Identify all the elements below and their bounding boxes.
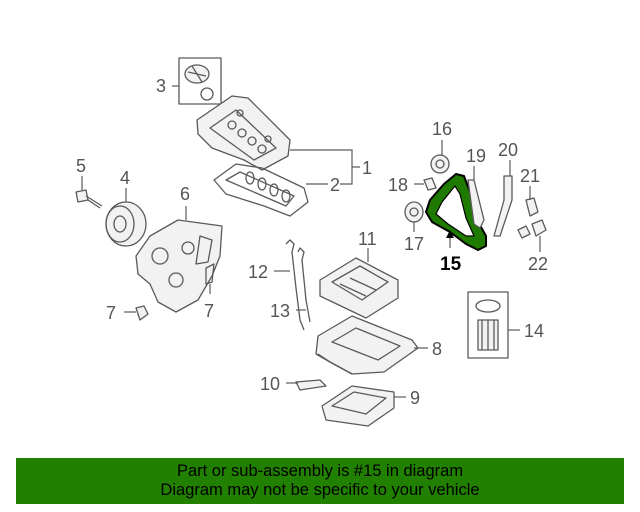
part-13-dipstick [296, 247, 311, 323]
callout-13: 13 [270, 301, 290, 321]
part-15-timing-chain [425, 173, 487, 251]
callout-15: 15 [440, 254, 462, 275]
callout-6: 6 [180, 184, 190, 204]
info-banner: Part or sub-assembly is #15 in diagram D… [16, 458, 624, 504]
part-20-tensioner-arm [493, 160, 513, 237]
part-6-timing-cover [135, 206, 223, 313]
callout-7-right: 7 [204, 301, 214, 321]
part-21-tensioner [525, 186, 539, 217]
callout-20: 20 [498, 140, 518, 160]
part-9-lower-pan [321, 385, 406, 427]
callout-4: 4 [120, 168, 130, 188]
callout-22: 22 [528, 254, 548, 274]
part-4-pulley [105, 188, 147, 247]
part-11-baffle [319, 248, 399, 319]
callout-2: 2 [330, 175, 340, 195]
callout-3: 3 [156, 76, 166, 96]
callout-21: 21 [520, 166, 540, 186]
part-7-seals [124, 263, 215, 321]
callout-7-left: 7 [106, 303, 116, 323]
banner-line-1: Part or sub-assembly is #15 in diagram [176, 462, 464, 480]
part-17-sprocket [404, 201, 424, 232]
part-12-dipstick-tube [274, 239, 305, 331]
callout-5: 5 [76, 156, 86, 176]
callout-11: 11 [358, 229, 377, 249]
callout-14: 14 [524, 321, 544, 341]
part-19-chain-guide [467, 166, 485, 229]
part-2-gasket [213, 163, 328, 217]
callout-10: 10 [260, 374, 280, 394]
part-18-sensor [414, 177, 437, 191]
callout-18: 18 [388, 175, 408, 195]
callout-16: 16 [432, 119, 452, 139]
callout-8: 8 [432, 339, 442, 359]
callout-9: 9 [410, 388, 420, 408]
part-10-pan-gasket [286, 379, 327, 391]
callout-12: 12 [248, 262, 268, 282]
callout-17: 17 [404, 234, 424, 254]
callout-1: 1 [362, 158, 372, 178]
callout-19: 19 [466, 146, 486, 166]
banner-line-2: Diagram may not be specific to your vehi… [160, 481, 480, 499]
part-5-bolt [75, 176, 103, 209]
part-16-idler [430, 140, 450, 174]
part-3-oil-cap [172, 57, 222, 105]
part-22-bracket [517, 219, 547, 252]
part-8-oil-pan [315, 315, 428, 375]
part-14-oil-filter [467, 291, 520, 359]
part-1-valve-cover [196, 95, 360, 185]
